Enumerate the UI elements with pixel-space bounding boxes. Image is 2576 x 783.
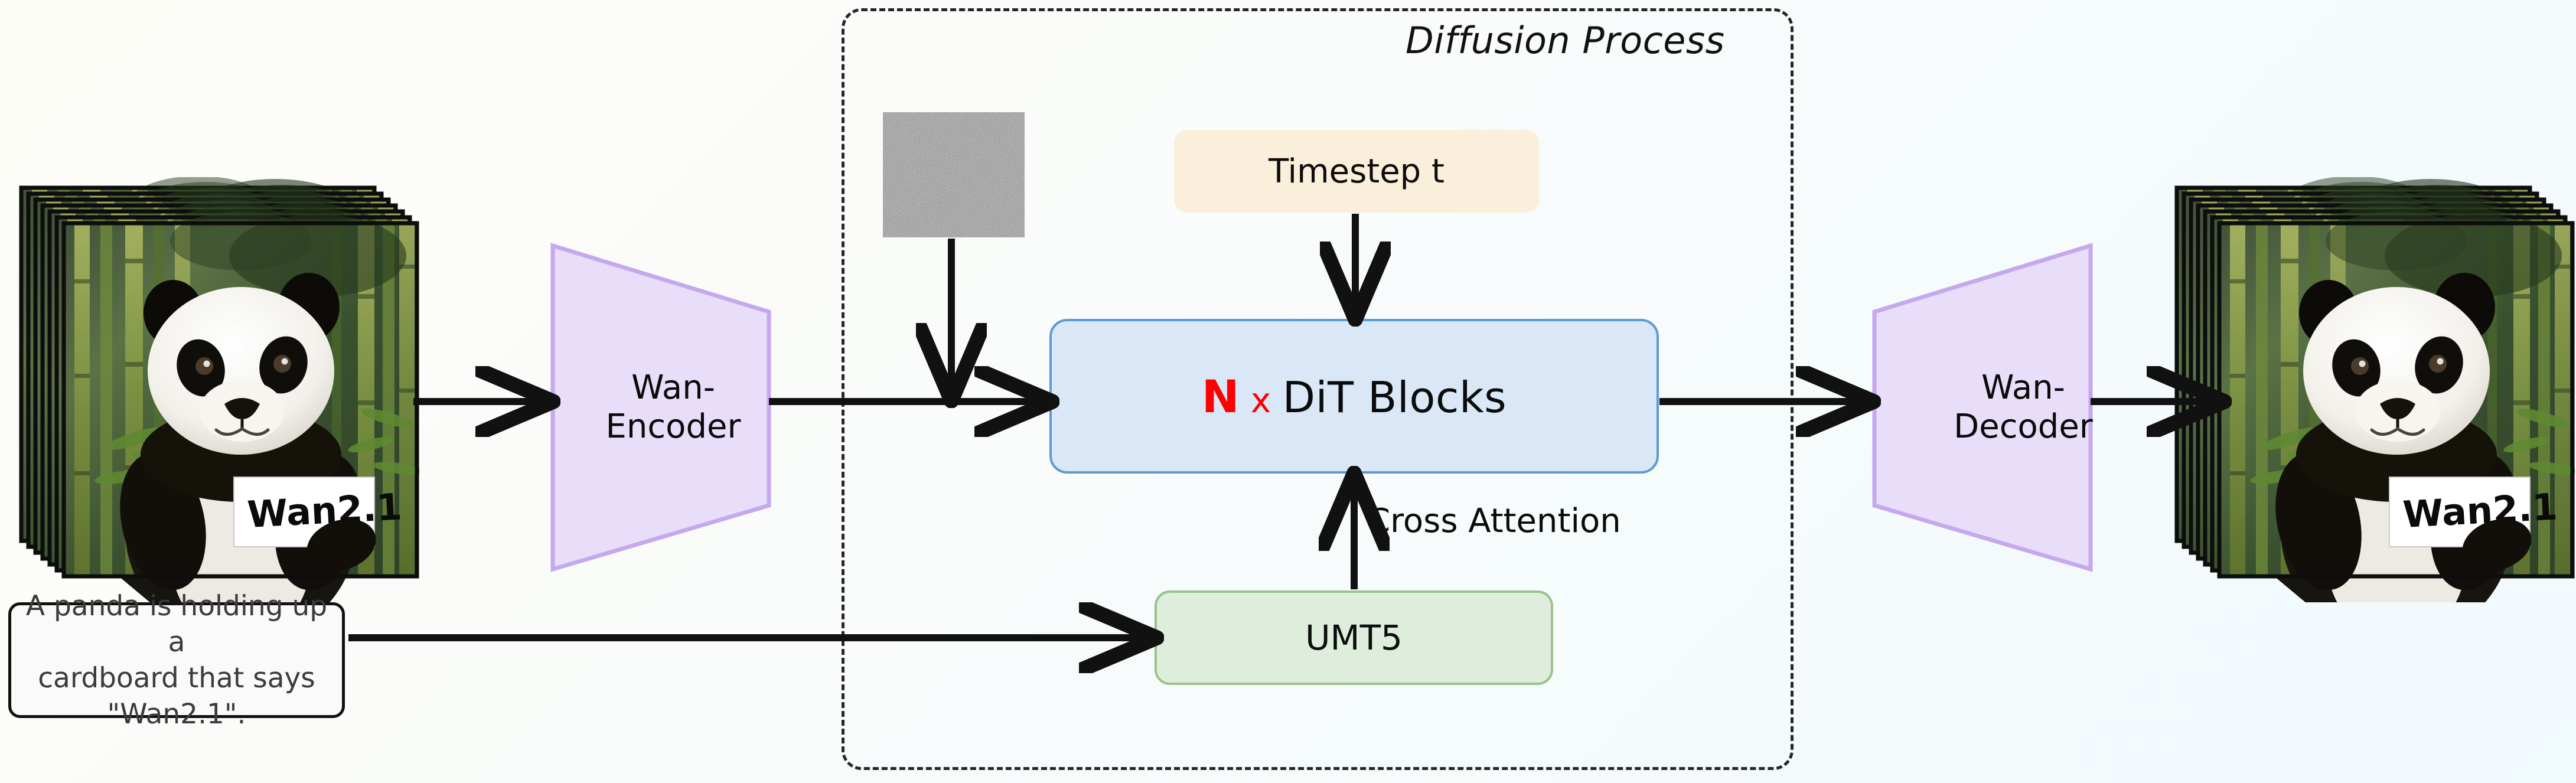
umt5-text-encoder-box[interactable]: UMT5 <box>1155 590 1553 685</box>
wan-decoder-block[interactable]: Wan- Decoder <box>1871 242 2119 573</box>
noise-texture <box>883 112 1025 237</box>
cross-attention-label: Cross Attention <box>1367 502 1621 540</box>
diffusion-process-label: Diffusion Process <box>1406 19 1725 62</box>
output-video-frames <box>2161 177 2575 602</box>
text-prompt-box[interactable]: A panda is holding up a cardboard that s… <box>8 590 345 730</box>
wan-encoder-shape <box>550 243 771 572</box>
wan-decoder-shape <box>1872 243 2093 572</box>
wan-encoder-block[interactable]: Wan- Encoder <box>549 242 797 573</box>
dit-count: N <box>1201 370 1240 423</box>
diffusion-process-container <box>842 8 1794 770</box>
gaussian-noise-patch <box>883 112 1025 237</box>
input-frames-svg: Wan2.1 <box>19 177 419 602</box>
dit-multiply-sign: x <box>1239 380 1283 420</box>
dit-blocks-text: DiT Blocks <box>1282 372 1507 422</box>
text-prompt-line2: cardboard that says "Wan2.1". <box>38 662 315 731</box>
umt5-label: UMT5 <box>1305 618 1403 658</box>
input-video-frames: Wan2.1 <box>6 177 419 602</box>
output-frames-svg <box>2174 177 2575 602</box>
dit-blocks-box[interactable]: N x DiT Blocks <box>1049 319 1659 474</box>
frame-stack-layers <box>2174 177 2575 602</box>
text-prompt-line1: A panda is holding up a <box>25 589 328 658</box>
frame-stack-layers <box>19 177 419 602</box>
timestep-box[interactable]: Timestep t <box>1174 130 1539 213</box>
dit-blocks-label: N x DiT Blocks <box>1202 370 1507 423</box>
timestep-label: Timestep t <box>1269 152 1444 191</box>
